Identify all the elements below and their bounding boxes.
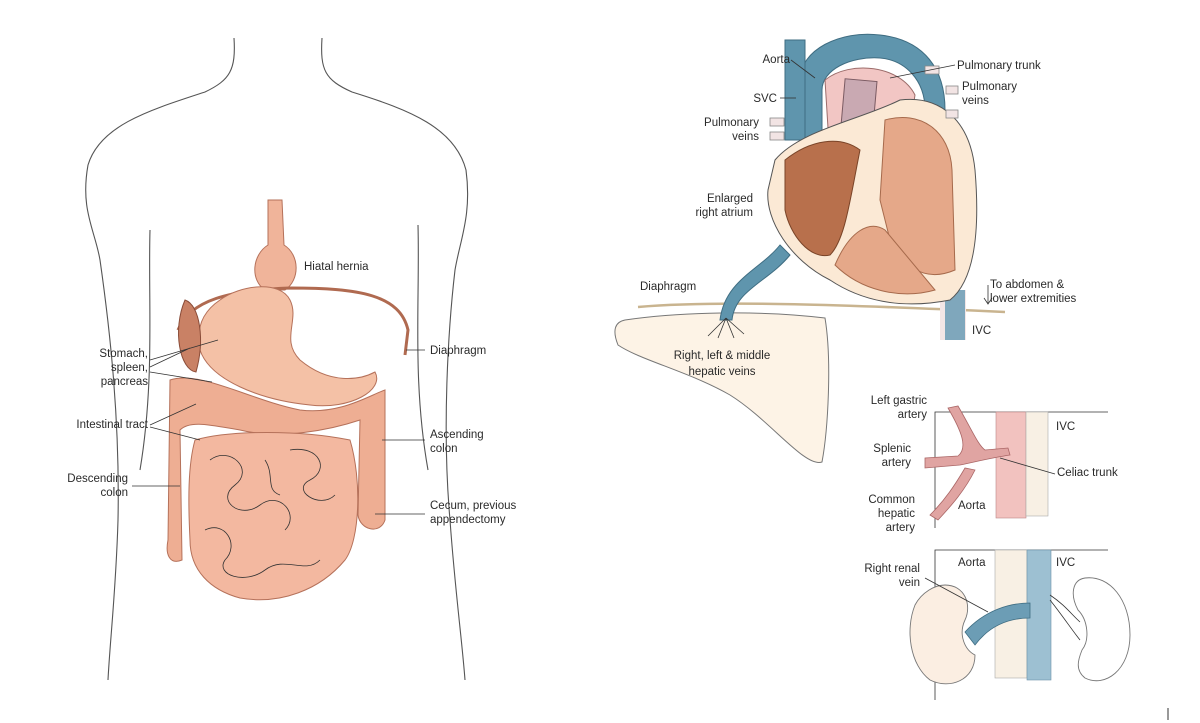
label-svc: SVC	[753, 93, 777, 105]
label-common-hepatic-2: hepatic	[878, 508, 915, 520]
label-lower-extremities: lower extremities	[990, 293, 1077, 305]
renal-panel: Aorta IVC Right renal vein	[864, 549, 1131, 700]
label-hepatic-veins-2: hepatic veins	[688, 366, 755, 378]
celiac-frame	[934, 411, 1108, 528]
right-renal-vein	[964, 602, 1031, 646]
torso-outline	[85, 37, 469, 681]
spleen	[178, 299, 201, 373]
celiac-panel: Left gastric artery IVC Splenic artery C…	[868, 395, 1118, 534]
esophagus	[254, 199, 297, 291]
transverse-colon	[166, 377, 386, 562]
label-splenic: Splenic	[873, 443, 911, 455]
label-splenic-2: artery	[882, 457, 912, 469]
torso-panel: Hiatal hernia Stomach, spleen, pancreas …	[67, 37, 517, 681]
leader-lines-abdomen	[132, 339, 425, 515]
label-descending-colon-2: colon	[101, 487, 129, 499]
label-pulmonary-veins-right: Pulmonary	[962, 81, 1017, 93]
label-hiatal-hernia: Hiatal hernia	[304, 261, 369, 273]
label-right-renal-vein: Right renal	[864, 563, 920, 575]
right-kidney	[909, 584, 976, 685]
label-ascending-colon-2: colon	[430, 443, 458, 455]
leader-lines-heart	[780, 59, 993, 305]
celiac-arteries	[924, 405, 1011, 521]
label-aorta-renal: Aorta	[958, 557, 986, 569]
label-pulmonary-veins-right-2: veins	[962, 95, 989, 107]
label-stomach: Stomach,	[99, 348, 148, 360]
label-cecum: Cecum, previous	[430, 500, 517, 512]
label-ascending-colon: Ascending	[430, 429, 484, 441]
ivc-vessel-celiac	[1025, 411, 1049, 517]
left-renal-vein	[1049, 594, 1081, 641]
label-enlarged: Enlarged	[707, 193, 753, 205]
label-descending-colon: Descending	[67, 473, 128, 485]
label-pulmonary-veins-left-2: veins	[732, 131, 759, 143]
leader-lines-celiac	[999, 457, 1056, 475]
hepatic-branches	[707, 317, 745, 339]
right-ventricle	[834, 225, 936, 295]
label-hepatic-veins: Right, left & middle	[674, 350, 771, 362]
leader-lines-renal	[924, 577, 989, 613]
arm-line-right	[417, 224, 429, 471]
label-spleen: spleen,	[111, 362, 148, 374]
label-pulmonary-veins-left: Pulmonary	[704, 117, 759, 129]
label-celiac-trunk: Celiac trunk	[1057, 467, 1118, 479]
ivc-vessel-renal	[1026, 549, 1052, 681]
small-intestine	[188, 432, 359, 601]
stomach	[198, 286, 378, 407]
label-aorta-celiac: Aorta	[958, 500, 986, 512]
aorta-vessel	[995, 411, 1027, 519]
label-right-renal-vein-2: vein	[899, 577, 920, 589]
label-pancreas: pancreas	[101, 376, 149, 388]
label-aorta: Aorta	[763, 54, 791, 66]
hepatic-vein	[719, 244, 791, 321]
label-left-gastric: Left gastric	[871, 395, 927, 407]
label-ivc-celiac: IVC	[1056, 421, 1075, 433]
left-kidney	[1072, 577, 1131, 682]
label-ivc-heart: IVC	[972, 325, 991, 337]
label-ivc-renal: IVC	[1056, 557, 1075, 569]
label-diaphragm: Diaphragm	[430, 345, 486, 357]
label-left-gastric-2: artery	[898, 409, 928, 421]
arm-line-left	[139, 229, 151, 471]
label-intestinal-tract: Intestinal tract	[76, 419, 148, 431]
label-common-hepatic: Common	[868, 494, 915, 506]
label-right-atrium: right atrium	[695, 207, 753, 219]
heart-panel: Aorta SVC Pulmonary trunk Pulmonary vein…	[614, 33, 1077, 463]
label-appendectomy: appendectomy	[430, 514, 506, 526]
label-pulmonary-trunk: Pulmonary trunk	[957, 60, 1041, 72]
intestine-loops	[204, 448, 336, 578]
label-common-hepatic-3: artery	[886, 522, 916, 534]
svc	[784, 39, 806, 141]
diaphragm	[176, 286, 410, 356]
ivc-vessel	[945, 290, 965, 340]
label-to-abdomen: To abdomen &	[990, 279, 1064, 291]
right-atrium	[784, 140, 861, 257]
label-diaphragm-heart: Diaphragm	[640, 281, 696, 293]
liver	[614, 312, 830, 463]
